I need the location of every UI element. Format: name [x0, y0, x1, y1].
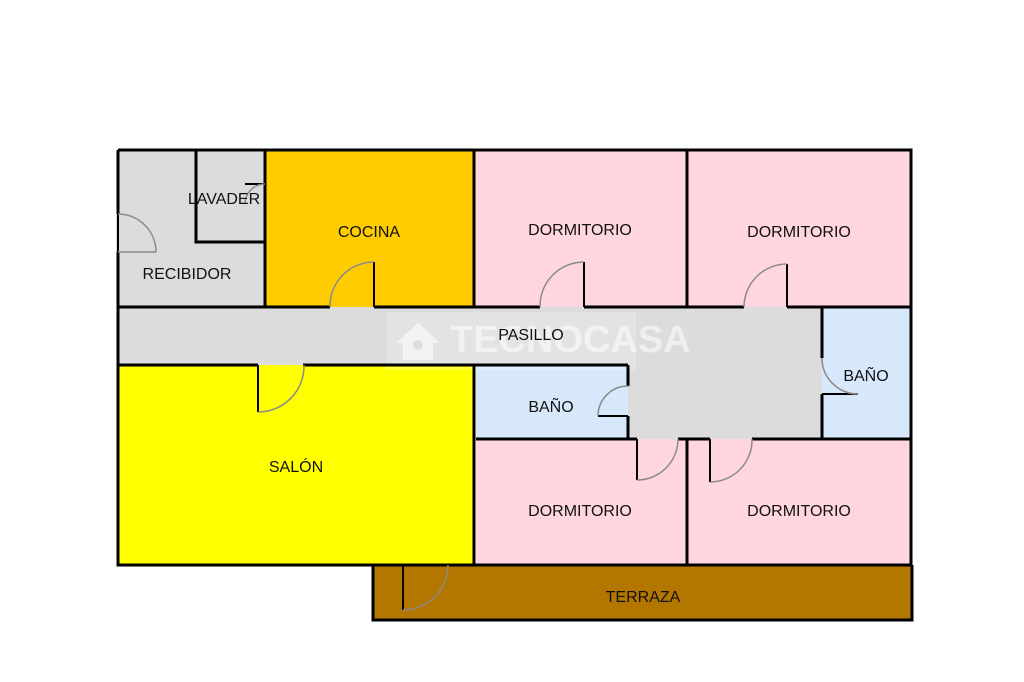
label-terraza: TERRAZA [606, 589, 681, 606]
door-dormitorio-3 [636, 438, 679, 481]
room-labels: LAVADER RECIBIDOR COCINA DORMITORIO DORM… [143, 191, 889, 606]
room-terraza [373, 565, 912, 620]
label-salon: SALÓN [269, 457, 323, 476]
label-dormitorio-1: DORMITORIO [528, 222, 632, 239]
label-lavadero: LAVADER [188, 191, 260, 208]
doors [117, 183, 859, 611]
label-cocina: COCINA [338, 224, 401, 241]
room-dormitorio-1 [474, 150, 687, 307]
house-logo-icon [396, 323, 440, 360]
door-dormitorio-2 [743, 263, 788, 308]
door-entrance [117, 213, 157, 253]
terraza-wall [371, 565, 914, 622]
door-cocina [329, 261, 375, 308]
room-lavadero [196, 150, 265, 242]
door-salon [257, 364, 305, 413]
walls [116, 148, 914, 622]
door-lavadero [244, 183, 266, 205]
room-salon [118, 365, 474, 564]
label-pasillo: PASILLO [498, 327, 564, 344]
room-bano-2 [822, 307, 911, 439]
exterior-wall [116, 148, 913, 567]
label-dormitorio-3: DORMITORIO [528, 503, 632, 520]
label-dormitorio-2: DORMITORIO [747, 224, 851, 241]
label-bano-1: BAÑO [528, 396, 573, 416]
label-bano-2: BAÑO [843, 365, 888, 385]
door-bano-2 [821, 357, 859, 395]
room-dormitorio-2 [687, 150, 911, 307]
watermark: TECNOCASA [386, 312, 691, 370]
watermark-text: TECNOCASA [450, 319, 691, 361]
label-recibidor: RECIBIDOR [143, 266, 232, 283]
label-dormitorio-4: DORMITORIO [747, 503, 851, 520]
room-cocina [265, 150, 474, 307]
door-dormitorio-1 [539, 261, 585, 308]
room-dormitorio-3 [476, 439, 687, 564]
door-dormitorio-4 [709, 438, 753, 483]
room-dormitorio-4 [687, 439, 911, 564]
room-pasillo-extension [628, 307, 822, 439]
lavadero-wall [194, 150, 265, 244]
room-bano-1 [476, 365, 628, 439]
door-terraza [402, 564, 449, 611]
door-bano-1 [597, 385, 629, 417]
